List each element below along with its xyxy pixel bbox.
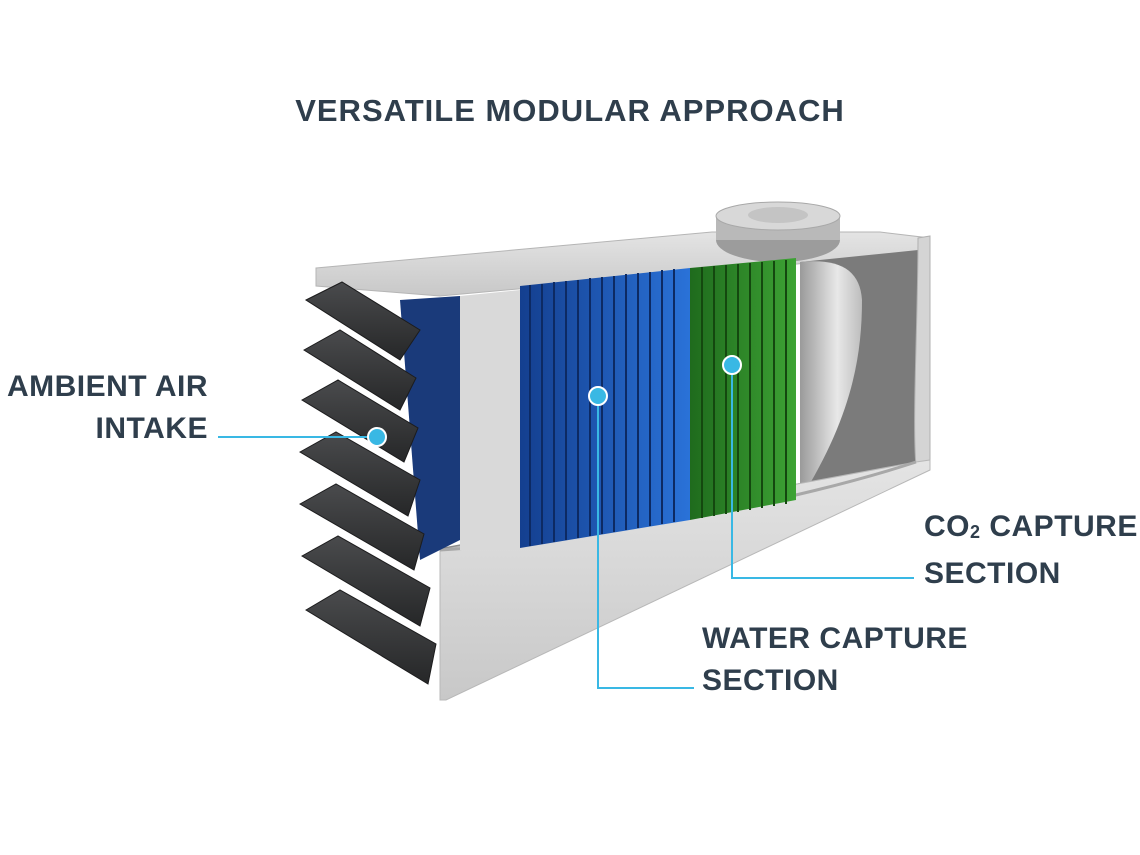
intake-louvers bbox=[298, 281, 437, 685]
ambient-label-line1: AMBIENT AIR bbox=[6, 370, 208, 403]
callout-ambient-air bbox=[218, 427, 387, 447]
co2-subscript: 2 bbox=[970, 522, 981, 542]
ambient-air-intake-label: AMBIENT AIR INTAKE bbox=[4, 366, 208, 450]
callout-water-capture bbox=[588, 386, 694, 689]
co2-label-line1: CO2 CAPTURE bbox=[924, 506, 1138, 553]
co2-capture-label: CO2 CAPTURE SECTION bbox=[924, 506, 1138, 595]
fan-housing bbox=[715, 201, 841, 262]
ambient-label-line2: INTAKE bbox=[95, 412, 208, 445]
co2-label-line2: SECTION bbox=[924, 557, 1061, 590]
water-capture-label: WATER CAPTURE SECTION bbox=[702, 618, 968, 702]
co2-prefix: CO bbox=[924, 510, 970, 543]
co2-capture-section bbox=[690, 258, 796, 520]
water-label-line2: SECTION bbox=[702, 664, 839, 697]
co2-suffix: CAPTURE bbox=[980, 510, 1138, 543]
water-label-line1: WATER CAPTURE bbox=[702, 622, 968, 655]
callout-co2-capture bbox=[722, 355, 914, 579]
diagram-title: VERSATILE MODULAR APPROACH bbox=[295, 93, 845, 128]
water-capture-section bbox=[520, 268, 690, 548]
